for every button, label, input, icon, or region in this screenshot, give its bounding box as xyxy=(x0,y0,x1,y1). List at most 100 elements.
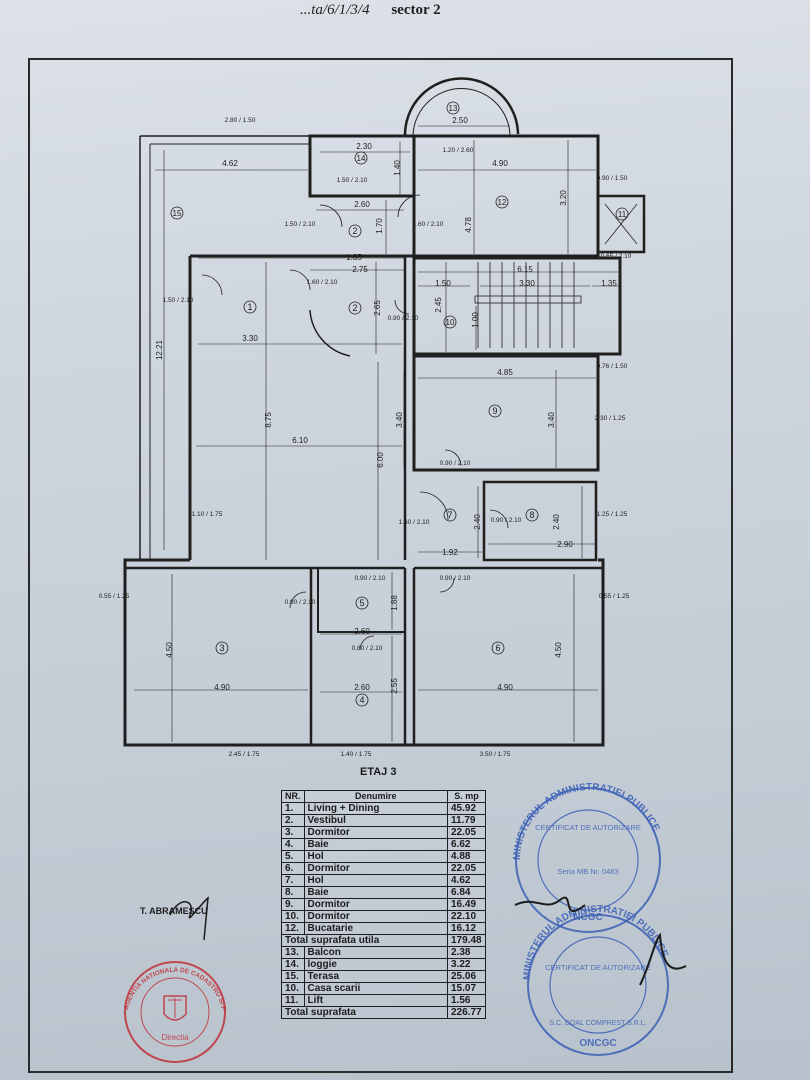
opening-label: 0.90 / 2.10 xyxy=(440,575,471,582)
row-area: 22.05 xyxy=(447,862,486,875)
dimension-lines xyxy=(134,125,620,742)
opening-label: 1.40 / 1.75 xyxy=(341,751,372,758)
room-marker: 6 xyxy=(491,641,505,655)
dim-label: 12.21 xyxy=(155,339,164,360)
dim-label: 1.88 xyxy=(390,595,399,611)
dim-label: 2.40 xyxy=(552,514,561,530)
dim-label: 2.65 xyxy=(373,300,382,316)
row-area: 22.10 xyxy=(447,910,486,923)
opening-label: 2.45 / 1.75 xyxy=(229,751,260,758)
opening-label: 1.50 / 2.10 xyxy=(285,221,316,228)
room-marker-label: 8 xyxy=(529,510,534,520)
floor-title: ETAJ 3 xyxy=(360,766,397,778)
room-marker: 4 xyxy=(355,693,369,707)
dim-label: 1.85 xyxy=(346,253,362,262)
row-name: Baie xyxy=(303,886,448,899)
row-number: 3. xyxy=(281,826,305,839)
opening-label: 1.25 / 1.25 xyxy=(597,511,628,518)
room-marker-label: 2 xyxy=(352,303,357,313)
dim-label: 6.00 xyxy=(376,452,385,468)
header-sector: sector 2 xyxy=(391,2,441,18)
room-marker-label: 3 xyxy=(219,643,224,653)
row-number: 10. xyxy=(281,910,305,923)
opening-label: 0.90 / 2.10 xyxy=(355,575,386,582)
row-number: 2. xyxy=(281,814,305,827)
header-suprafata: S. mp xyxy=(447,790,486,803)
row-number: 10. xyxy=(281,982,305,995)
opening-label: 1.50 / 2.10 xyxy=(337,177,368,184)
opening-label: 0.76 / 1.50 xyxy=(597,363,628,370)
dim-label: 1.40 xyxy=(393,160,402,176)
opening-label: 0.80 / 2.10 xyxy=(352,645,383,652)
total-label: Total suprafata xyxy=(281,1006,448,1019)
header-text: ...ta/6/1/3/4 sector 2 xyxy=(300,2,441,19)
row-area: 3.22 xyxy=(447,958,486,971)
header-reference: ...ta/6/1/3/4 xyxy=(300,2,370,18)
opening-label: 1.60 / 2.10 xyxy=(307,279,338,286)
room-marker-label: 5 xyxy=(359,598,364,608)
opening-label: 1.60 / 2.10 xyxy=(399,519,430,526)
row-area: 16.12 xyxy=(447,922,486,935)
room-marker: 7 xyxy=(443,508,457,522)
row-name: Balcon xyxy=(303,946,448,959)
dim-label: 4.90 xyxy=(497,683,513,692)
dim-label: 4.50 xyxy=(554,642,563,658)
room-marker: 2 xyxy=(348,301,362,315)
row-name: Dormitor xyxy=(303,862,448,875)
total-value: 226.77 xyxy=(447,1006,486,1019)
room-marker-label: 10 xyxy=(446,318,455,327)
row-area: 1.56 xyxy=(447,994,486,1007)
dim-label: 1.70 xyxy=(375,218,384,234)
room-marker: 3 xyxy=(215,641,229,655)
room-marker: 12 xyxy=(495,195,509,209)
room-marker-label: 4 xyxy=(359,695,364,705)
row-name: Bucatarie xyxy=(303,922,448,935)
signature-name: T. ABRAMESCU xyxy=(140,906,208,916)
dim-label: 1.92 xyxy=(442,548,458,557)
row-area: 45.92 xyxy=(447,802,486,815)
subtotal-value: 179.48 xyxy=(447,934,486,947)
dim-label: 4.85 xyxy=(497,368,513,377)
dim-label: 2.60 xyxy=(354,200,370,209)
dim-label: 8.75 xyxy=(264,412,273,428)
row-area: 22.05 xyxy=(447,826,486,839)
dim-label: 2.60 xyxy=(354,627,370,636)
row-number: 12. xyxy=(281,922,305,935)
dim-label: 1.00 xyxy=(471,312,480,328)
opening-label: 2.30 / 1.25 xyxy=(595,415,626,422)
row-area: 6.62 xyxy=(447,838,486,851)
room-marker: 8 xyxy=(525,508,539,522)
row-area: 6.84 xyxy=(447,886,486,899)
row-number: 4. xyxy=(281,838,305,851)
opening-label: 0.55 / 1.25 xyxy=(99,593,130,600)
header-nr: NR. xyxy=(281,790,305,803)
row-area: 15.07 xyxy=(447,982,486,995)
room-marker-label: 11 xyxy=(618,210,627,219)
opening-label: 1.50 / 2.10 xyxy=(163,297,194,304)
room-marker: 5 xyxy=(355,596,369,610)
room-marker-label: 2 xyxy=(352,226,357,236)
row-name: loggie xyxy=(303,958,448,971)
room-marker-label: 12 xyxy=(498,198,507,207)
dim-label: 3.40 xyxy=(395,412,404,428)
dim-label: 2.60 xyxy=(354,683,370,692)
row-number: 14. xyxy=(281,958,305,971)
dim-label: 2.90 xyxy=(557,540,573,549)
dim-label: 4.90 xyxy=(214,683,230,692)
row-name: Hol xyxy=(303,850,448,863)
row-number: 1. xyxy=(281,802,305,815)
dim-label: 1.50 xyxy=(435,279,451,288)
room-marker-label: 6 xyxy=(495,643,500,653)
row-number: 6. xyxy=(281,862,305,875)
